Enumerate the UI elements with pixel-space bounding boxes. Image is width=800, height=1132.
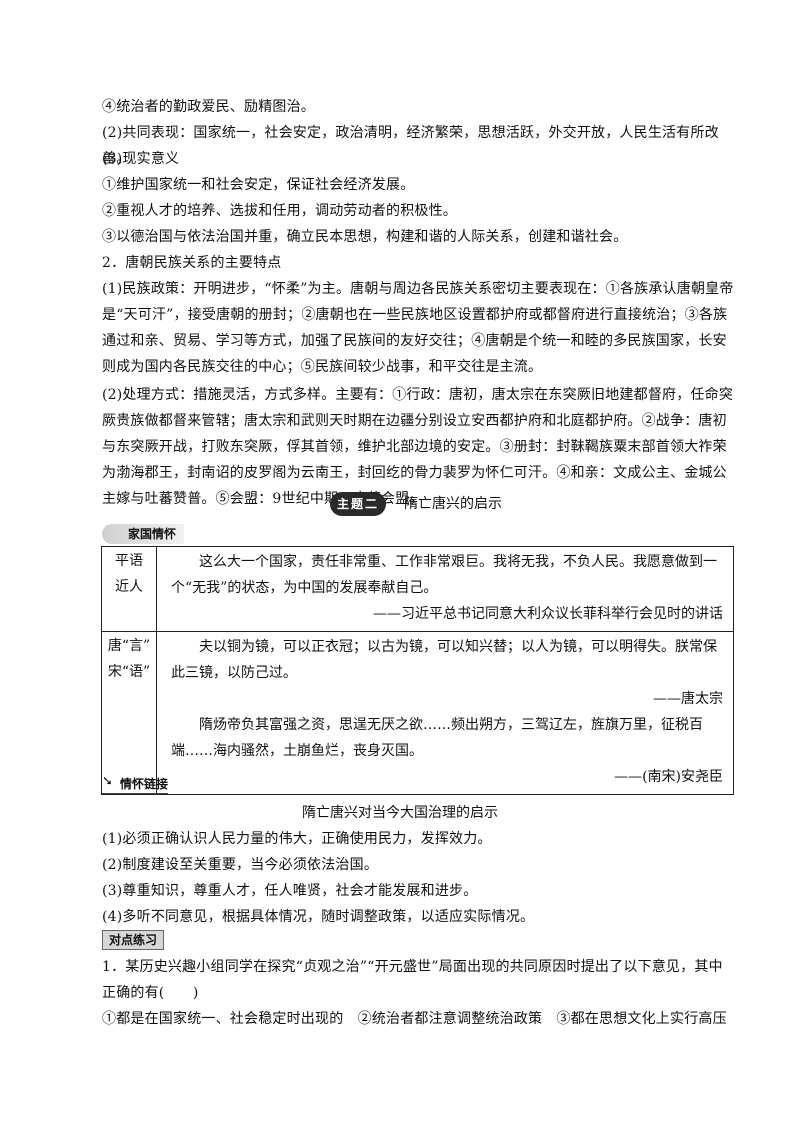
tag-family-feelings: 家国情怀 [102, 524, 185, 544]
para-handling-methods: (2)处理方式：措施灵活，方式多样。主要有：①行政：唐初，唐太宗在东突厥旧地建都… [102, 387, 734, 507]
link-item: (2)制度建设至关重要，当今必须依法治国。 [102, 857, 379, 873]
para-point-2: ②重视人才的培养、选拔和任用，调动劳动者的积极性。 [102, 203, 457, 219]
row-label: 唐“言” 宋“语” [101, 631, 157, 795]
quote-text: 隋炀帝负其富强之资，思逞无厌之欲……频出朔方，三驾辽左，旌旗万里，征税百端……海… [171, 717, 703, 759]
question-options: ①都是在国家统一、社会稳定时出现的 ②统治者都注意调整统治政策 ③都在思想文化上… [102, 1011, 727, 1027]
para-ruler-diligence: ④统治者的勤政爱民、励精图治。 [102, 99, 315, 115]
para-ethnic-policy: (1)民族政策：开明进步，“怀柔”为主。唐朝与周边各民族关系密切主要表现在：①各… [102, 281, 734, 375]
row-content: 这么大一个国家，责任非常重、工作非常艰巨。我将无我，不负人民。我愿意做到一个“无… [156, 546, 734, 632]
tag-feelings-link: 情怀链接 [102, 775, 169, 794]
tag-practice: 对点练习 [102, 930, 165, 950]
row-label: 平语 近人 [101, 546, 157, 632]
table-row: 唐“言” 宋“语” 夫以铜为镜，可以正衣冠；以古为镜，可以知兴替；以人为镜，可以… [101, 631, 734, 795]
quote-text: 这么大一个国家，责任非常重、工作非常艰巨。我将无我，不负人民。我愿意做到一个“无… [171, 554, 717, 596]
para-point-1: ①维护国家统一和社会安定，保证社会经济发展。 [102, 177, 415, 193]
table-row: 平语 近人 这么大一个国家，责任非常重、工作非常艰巨。我将无我，不负人民。我愿意… [101, 546, 734, 632]
question-stem: 1．某历史兴趣小组同学在探究“贞观之治”“开元盛世”局面出现的共同原因时提出了以… [102, 959, 723, 1001]
arrow-icon: ➘ [102, 774, 113, 789]
link-item: (1)必须正确认识人民力量的伟大，正确使用民力，发挥效力。 [102, 831, 492, 847]
quote-text: 夫以铜为镜，可以正衣冠；以古为镜，可以知兴替；以人为镜，可以明得失。朕常保此三镜… [171, 639, 717, 681]
link-item: (3)尊重知识，尊重人才，任人唯贤，社会才能发展和进步。 [102, 883, 478, 899]
quote-table: 平语 近人 这么大一个国家，责任非常重、工作非常艰巨。我将无我，不负人民。我愿意… [101, 546, 734, 795]
quote-source: ——(南宋)安尧臣 [614, 769, 723, 785]
para-realistic-significance: (3)现实意义 [102, 151, 180, 167]
para-common-features: (2)共同表现：国家统一，社会安定，政治清明，经济繁荣，思想活跃，外交开放，人民… [102, 125, 719, 167]
quote-source: ——唐太宗 [653, 691, 723, 707]
row-content: 夫以铜为镜，可以正衣冠；以古为镜，可以知兴替；以人为镜，可以明得失。朕常保此三镜… [156, 631, 734, 795]
link-item: (4)多听不同意见，根据具体情况，随时调整政策，以适应实际情况。 [102, 909, 535, 925]
quote-source: ——习近平总书记同意大利众议长菲科举行会见时的讲话 [373, 606, 723, 622]
para-point-3: ③以德治国与依法治国并重，确立民本思想，构建和谐的人际关系，创建和谐社会。 [102, 229, 628, 245]
link-title: 隋亡唐兴对当今大国治理的启示 [302, 805, 498, 821]
topic-badge: 主题二 [330, 492, 386, 516]
topic-title: 隋亡唐兴的启示 [404, 496, 502, 512]
section-heading-ethnic: 2．唐朝民族关系的主要特点 [102, 255, 282, 271]
